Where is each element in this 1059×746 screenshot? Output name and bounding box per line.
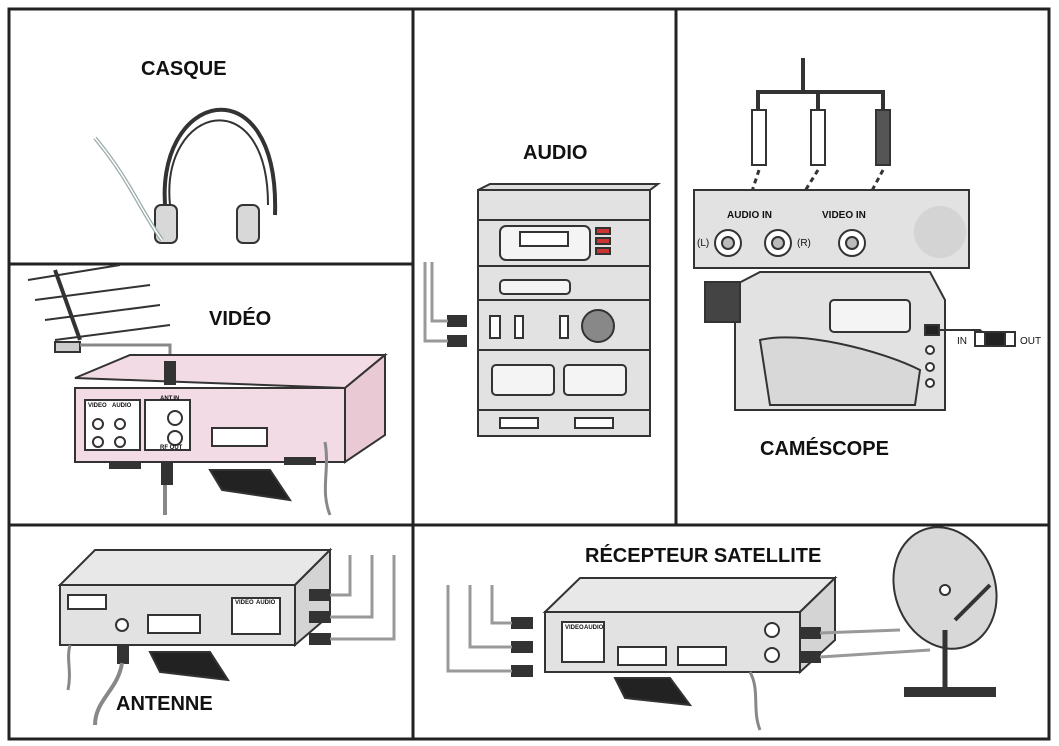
satellite-receiver xyxy=(446,575,931,731)
satellite-dish-icon xyxy=(892,526,998,697)
camescope-title: CAMÉSCOPE xyxy=(760,438,889,460)
audio-title: AUDIO xyxy=(523,142,588,164)
vcr-device xyxy=(74,352,388,516)
tuner-video-label: VIDEO xyxy=(235,600,254,606)
audio-in-label: AUDIO IN xyxy=(727,210,772,221)
tuner-audio-label: AUDIO xyxy=(256,600,276,606)
left-channel-label: (L) xyxy=(697,238,710,249)
headphones-icon xyxy=(93,107,278,244)
video-in-label: VIDEO IN xyxy=(822,210,866,221)
satellite-title: RÉCEPTEUR SATELLITE xyxy=(585,545,822,567)
in-label: IN xyxy=(957,336,967,347)
antenna-icon xyxy=(27,264,172,365)
vcr-audio-label: AUDIO xyxy=(112,403,132,409)
casque-title: CASQUE xyxy=(141,58,227,80)
sat-audio-label: AUDIO xyxy=(584,625,604,631)
camcorder-connection xyxy=(693,58,1016,411)
panel-grid xyxy=(7,7,1051,741)
video-title: VIDÉO xyxy=(209,308,272,330)
sat-video-label: VIDEO xyxy=(565,625,584,631)
out-label: OUT xyxy=(1020,336,1042,347)
antenne-title: ANTENNE xyxy=(116,693,213,715)
right-channel-label: (R) xyxy=(797,238,811,249)
vcr-ant-in-label: ANT.IN xyxy=(160,396,180,402)
tuner-device xyxy=(57,547,396,726)
hifi-system xyxy=(423,183,661,437)
vcr-rf-out-label: RF OUT xyxy=(160,445,183,451)
vcr-video-label: VIDEO xyxy=(88,403,107,409)
